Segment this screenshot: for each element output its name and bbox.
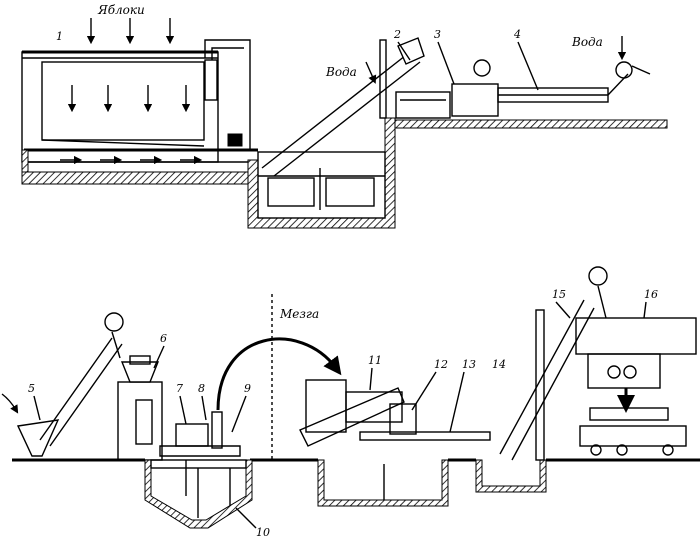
- callout-1: 1: [56, 30, 63, 43]
- ground-hatch: [21, 171, 251, 185]
- callout-8: 8: [198, 382, 205, 395]
- callout-14: 14: [492, 358, 506, 371]
- ground-hatch: [386, 119, 668, 129]
- upper-line: Яблоки Вода Вода 1 2 3 4: [21, 3, 668, 229]
- callout-4: 4: [513, 28, 521, 41]
- pulp-transfer-pipe: [216, 337, 342, 411]
- inspection-conveyor: [497, 61, 651, 103]
- label-apples: Яблоки: [97, 3, 145, 17]
- water-pipes: [204, 39, 251, 150]
- callout-5: 5: [28, 382, 35, 395]
- washer-machine: [395, 59, 499, 119]
- receiving-hopper: [1, 312, 124, 457]
- pomace-pit: [475, 299, 595, 493]
- callout-15: 15: [552, 288, 566, 301]
- callout-16: 16: [644, 288, 658, 301]
- apple-flow-arrows: [60, 18, 203, 165]
- callout-11: 11: [368, 354, 382, 367]
- juice-collection-pit: [317, 403, 491, 507]
- lower-line: Мезга: [1, 266, 700, 539]
- pulp-pit: [144, 459, 253, 529]
- callout-13: 13: [462, 358, 476, 371]
- washing-pit: [247, 117, 396, 229]
- callout-7: 7: [176, 382, 183, 395]
- label-water-2: Вода: [571, 35, 603, 49]
- callout-12: 12: [434, 358, 448, 371]
- label-pulp: Мезга: [279, 307, 319, 321]
- hydraulic-press: [575, 266, 697, 456]
- callout-10: 10: [256, 526, 270, 539]
- crusher: [117, 355, 163, 461]
- apple-storage-bin: [21, 50, 258, 173]
- belt-press: [299, 379, 405, 447]
- callout-9: 9: [244, 382, 251, 395]
- label-water-1: Вода: [325, 65, 357, 79]
- inclined-elevator: [261, 37, 425, 177]
- callout-6: 6: [160, 332, 167, 345]
- callout-3: 3: [434, 28, 441, 41]
- callout-2: 2: [393, 28, 401, 41]
- pump-station: [159, 411, 241, 496]
